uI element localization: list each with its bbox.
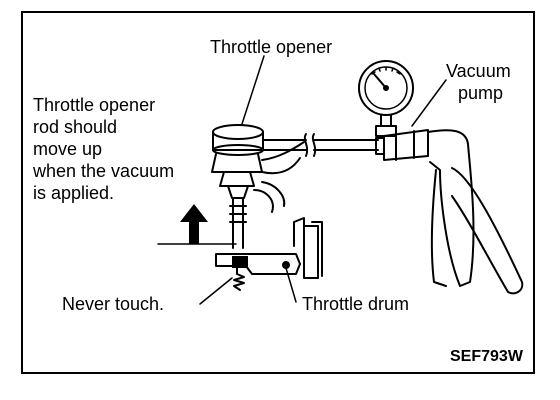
note-line: rod should [33,117,118,137]
leader-lines [199,55,447,305]
note-line: when the vacuum [33,161,175,181]
note-line: move up [33,139,103,159]
figure-frame [21,11,535,374]
throttle-drum-illustration [215,217,323,291]
vacuum-pump-label-line2: pump [458,83,504,103]
vacuum-pump-label-line1: Vacuum [446,61,511,81]
throttle-drum-label: Throttle drum [302,294,410,314]
note-line: is applied. [33,183,115,203]
note-line: Throttle opener [33,95,156,115]
leader-never-touch [199,277,233,305]
throttle-opener-assembly [211,124,305,249]
instruction-note: Throttle opener rod should move up when … [33,94,174,204]
up-arrow-icon [180,204,208,244]
never-touch-label: Never touch. [62,294,165,314]
vacuum-hose [262,133,385,157]
leader-throttle-opener [241,55,265,125]
throttle-opener-label: Throttle opener [210,37,333,57]
leader-vacuum-pump [411,79,447,127]
figure-code: SEF793W [450,348,523,365]
vacuum-pump-illustration [358,60,524,295]
leader-throttle-drum [285,267,297,303]
